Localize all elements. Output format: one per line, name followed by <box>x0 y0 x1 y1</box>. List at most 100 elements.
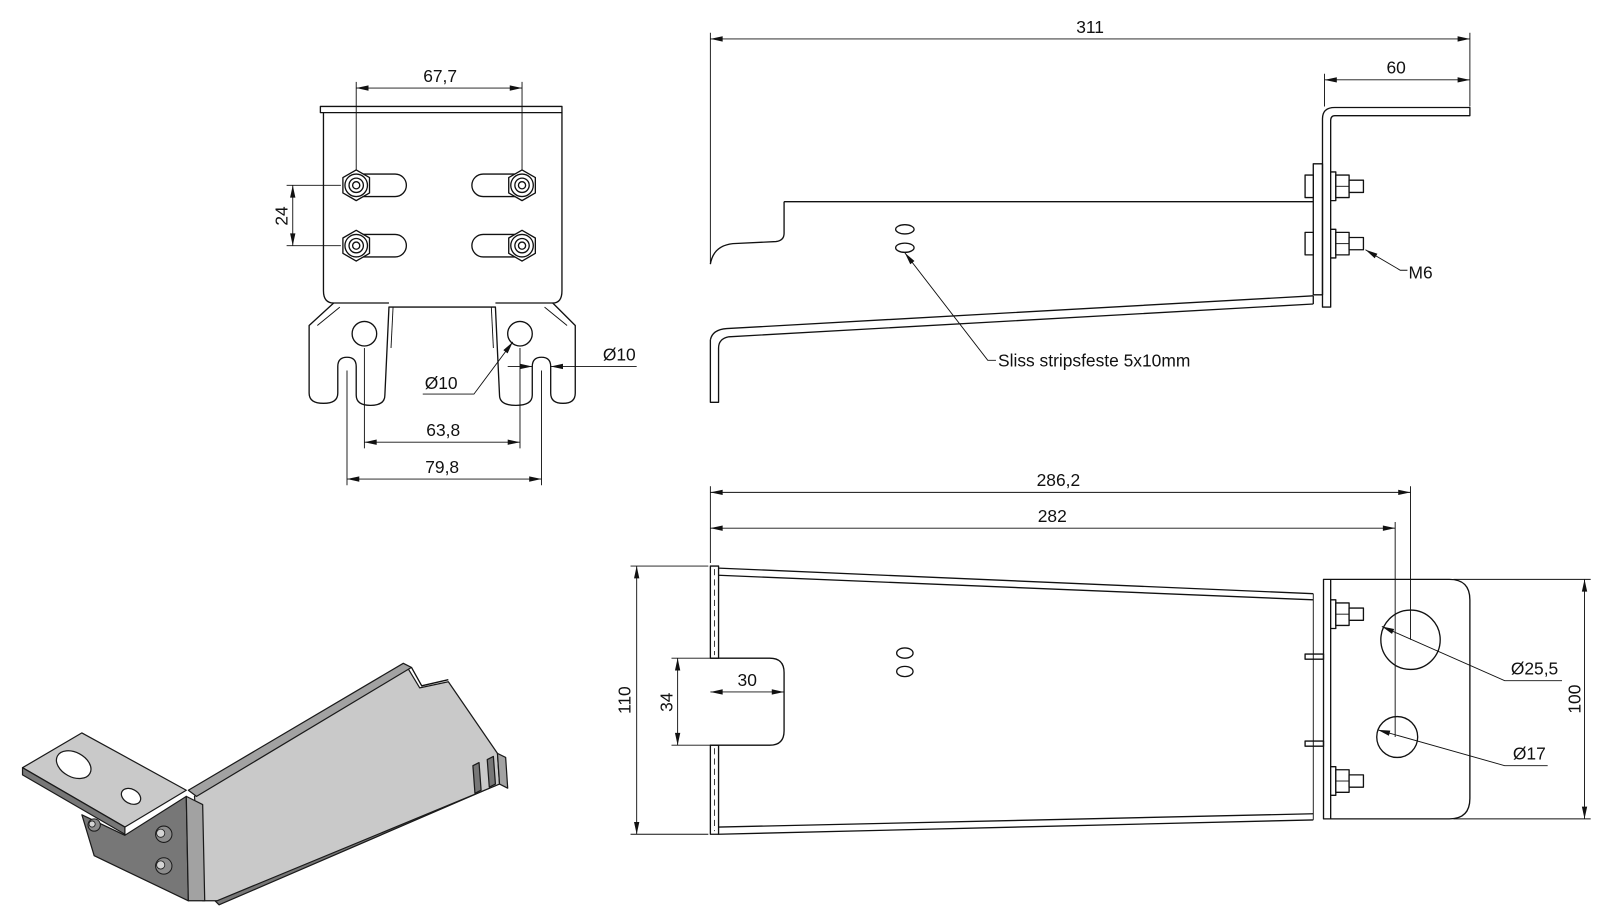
dimension-slot-spacing-vertical: 24 <box>272 184 341 247</box>
lower-flange-inner <box>709 295 1314 341</box>
dimension-arrowhead <box>550 363 563 370</box>
dimension-notch-depth: 30 <box>710 670 785 695</box>
leg-inner-edge-left <box>390 307 394 349</box>
bolt-thread <box>348 177 365 194</box>
bolt-stud <box>88 820 96 828</box>
dimension-arrowhead <box>674 658 681 671</box>
body-front-profile <box>709 201 785 265</box>
dimension-flange-length: 60 <box>1324 58 1470 107</box>
bolt-core <box>517 181 527 190</box>
callout-text: Sliss stripsfeste 5x10mm <box>998 350 1190 370</box>
dimension-value: 30 <box>738 670 757 690</box>
dimension-slot-spacing-top: 67,7 <box>355 66 523 170</box>
callout-leg-slot-width: Ø10 <box>507 344 637 370</box>
leg-hole-right <box>507 320 533 347</box>
nut <box>342 169 371 202</box>
dimension-value: 79,8 <box>425 457 459 477</box>
bolt <box>155 857 173 875</box>
small-hole <box>1376 715 1419 759</box>
dimension-arrowhead <box>519 363 533 370</box>
nut-left <box>1304 231 1314 256</box>
side-wall-bottom-inner <box>718 813 1314 828</box>
dimension-value: 110 <box>615 686 635 714</box>
callout-text: M6 <box>1408 262 1432 282</box>
callout-strap-slot: Sliss stripsfeste 5x10mm <box>904 252 1190 370</box>
side-wall-bottom-outer <box>718 819 1314 835</box>
dimension-arrowhead <box>290 233 296 246</box>
nut-hex <box>342 229 371 262</box>
washer <box>1330 599 1337 630</box>
dimension-arrowhead <box>634 566 640 579</box>
large-hole <box>1380 609 1441 671</box>
dimension-arrowhead <box>290 185 296 198</box>
dimension-arrowhead <box>710 689 723 695</box>
dimension-arrowhead <box>1324 77 1337 83</box>
dimension-arrowhead <box>710 36 723 42</box>
leader-line <box>1365 249 1408 271</box>
leg-hole-left <box>351 320 378 347</box>
dimension-leg-slot-spacing: 79,8 <box>346 370 542 486</box>
bolt-stud <box>1348 236 1365 251</box>
dimension-arrowhead <box>1457 77 1470 83</box>
dimension-length-inner: 282 <box>710 506 1396 738</box>
locating-tab <box>1304 740 1325 747</box>
washer-ring <box>344 233 369 258</box>
dimension-arrowhead <box>1381 626 1395 634</box>
leader-line <box>422 341 514 395</box>
dimension-value: 311 <box>1076 17 1104 37</box>
callout-text: Ø25,5 <box>1511 659 1558 679</box>
dimension-arrowhead <box>507 439 520 445</box>
dimension-arrowhead <box>1457 36 1470 42</box>
bolt-stud <box>156 860 166 870</box>
bolt-thread <box>348 237 365 254</box>
dimension-value: 24 <box>272 206 292 226</box>
side-wall-top-inner <box>718 574 1314 601</box>
dimension-value: 286,2 <box>1037 470 1081 490</box>
bolt-assembly <box>1330 599 1365 630</box>
small-hole <box>120 787 142 805</box>
dimension-arrowhead <box>1581 579 1588 592</box>
dimension-arrowhead <box>1581 806 1588 819</box>
bolt-thread <box>514 177 530 194</box>
callout-large-hole: Ø25,5 <box>1381 626 1563 682</box>
callout-bolt-size: M6 <box>1365 249 1433 282</box>
dimension-arrowhead <box>771 689 785 695</box>
leg-bend-line-right <box>544 306 568 326</box>
side-wall-top-outer <box>718 567 1314 595</box>
dimension-arrowhead <box>904 252 915 265</box>
dimension-value: 67,7 <box>423 66 457 86</box>
end-notch <box>710 657 785 746</box>
bolt-stud <box>1348 774 1365 788</box>
bolt-stud <box>1348 607 1365 621</box>
bolt-assembly <box>1330 766 1365 797</box>
nut-hex <box>508 229 537 262</box>
dimension-arrowhead <box>364 439 377 445</box>
washer <box>1330 228 1337 259</box>
bolt-assembly <box>1304 171 1365 202</box>
strap-slot <box>894 224 915 235</box>
bolt-stud <box>1348 179 1365 194</box>
leader-line <box>1381 626 1563 682</box>
bolt-core <box>351 241 361 250</box>
dimension-value: 34 <box>657 692 677 712</box>
channel-notch-edge <box>410 667 449 687</box>
isometric-view <box>21 662 509 906</box>
leg-bend-line-left <box>317 306 341 326</box>
washer <box>1330 766 1337 797</box>
dimension-arrowhead <box>1365 249 1378 259</box>
angle-flange <box>1321 106 1471 308</box>
dimension-arrowhead <box>356 85 369 91</box>
top-view: 286,2 282 110 100 <box>615 470 1591 835</box>
dimension-height-left: 110 <box>615 565 709 835</box>
dimension-value: 60 <box>1387 58 1406 78</box>
dimension-arrowhead <box>710 525 723 531</box>
dimension-arrowhead <box>1382 525 1396 531</box>
nut-left <box>1304 174 1314 199</box>
large-hole <box>55 750 92 780</box>
bolt-thread <box>514 237 530 254</box>
leg-inner-edge-right <box>490 307 494 349</box>
dimension-length-outer: 286,2 <box>709 470 1411 640</box>
callout-text: Ø17 <box>1513 744 1546 764</box>
bolt-core <box>517 241 527 250</box>
